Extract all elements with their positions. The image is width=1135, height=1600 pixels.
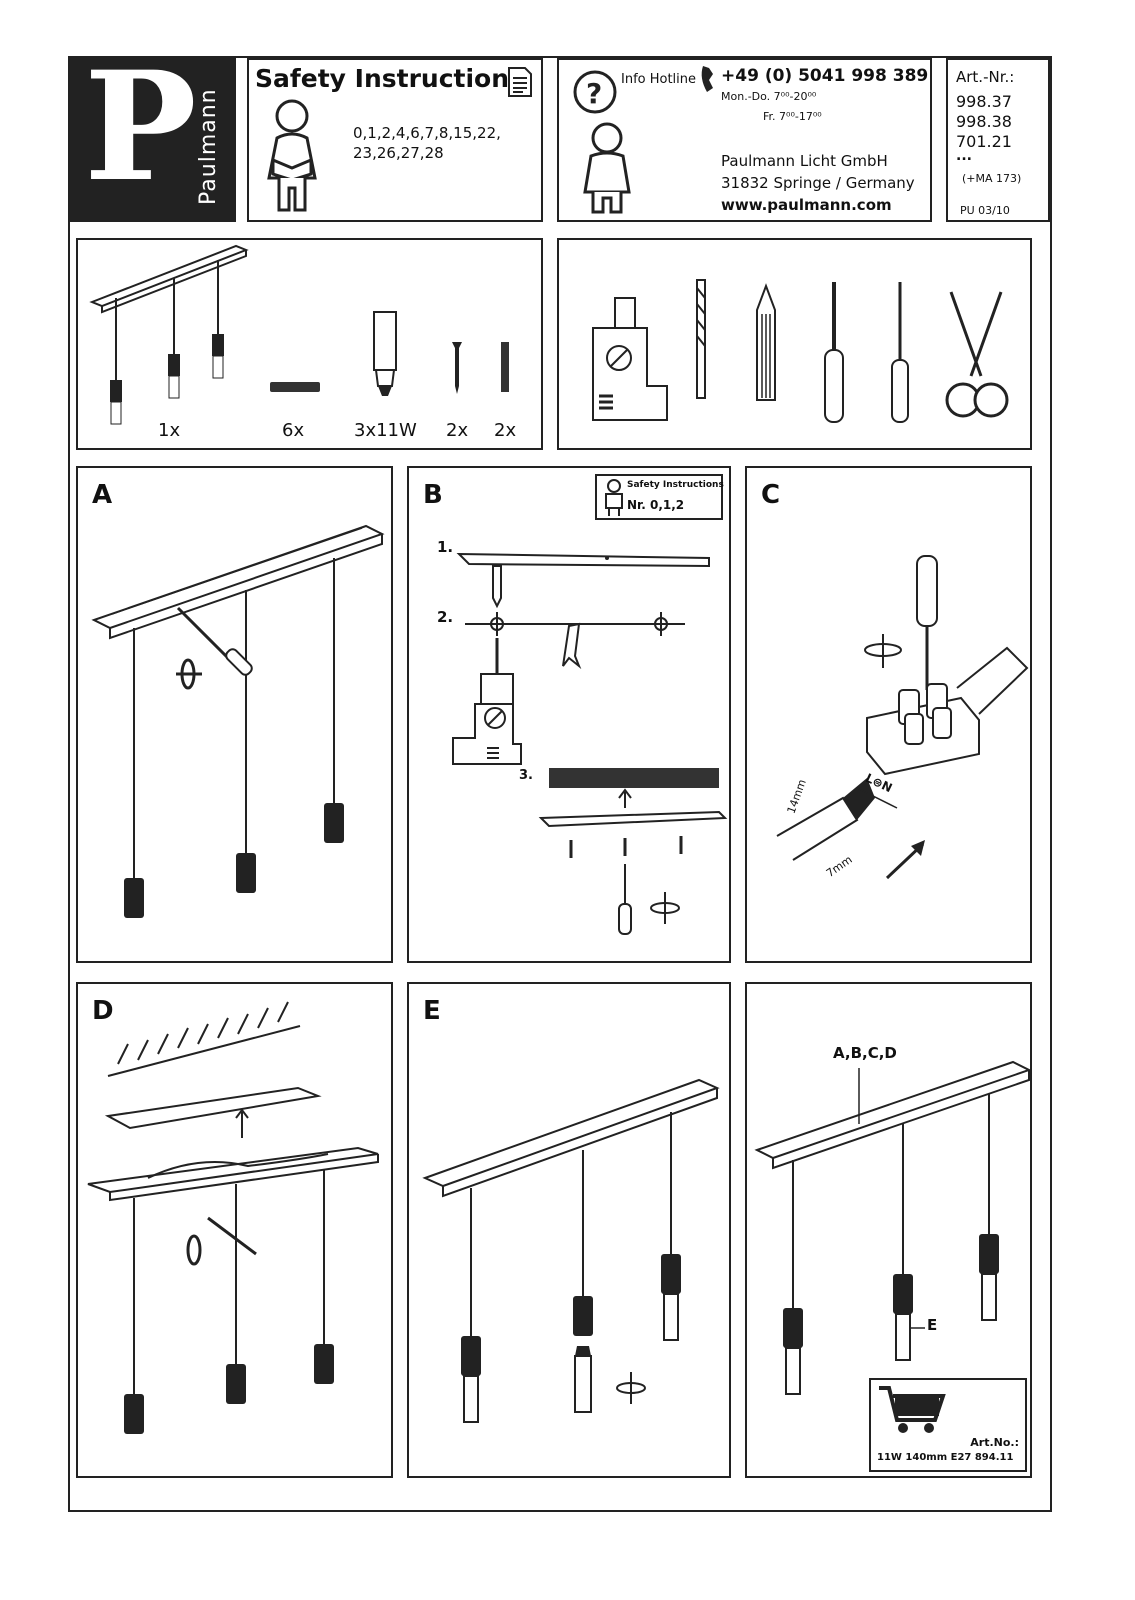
ma-number: (+MA 173) <box>962 172 1022 185</box>
part-count-screw: 2x <box>446 420 469 441</box>
screw-part-icon <box>452 342 462 394</box>
website-link[interactable]: www.paulmann.com <box>721 196 892 214</box>
screwdriver-flat-icon <box>824 282 844 423</box>
part-count-dowel: 2x <box>494 420 517 441</box>
company-name: Paulmann Licht GmbH <box>721 152 888 170</box>
drill-bit-icon <box>696 279 706 399</box>
final-bulb-label: E <box>927 1316 938 1334</box>
step-d-label: D <box>92 996 114 1026</box>
step-e-bulb-illustration <box>422 1078 720 1423</box>
step-c-label: C <box>761 480 781 510</box>
reading-figure-icon <box>267 99 317 212</box>
pendant-lamp-part-icon <box>89 244 249 425</box>
part-count-cover: 6x <box>282 420 305 441</box>
step-b-safety-figure-icon <box>605 479 623 516</box>
hours-fr: Fr. 7⁰⁰-17⁰⁰ <box>763 110 822 123</box>
step-b-step2-label: 2. <box>437 608 454 626</box>
step-b-safety-title: Safety Instructions <box>627 480 724 490</box>
shopping-cart-icon <box>879 1386 946 1433</box>
pencil-icon <box>756 283 776 401</box>
step-b-safety-box: Safety Instructions Nr. 0,1,2 <box>595 474 724 520</box>
cover-part-icon <box>270 382 320 392</box>
brand-name: Paulmann <box>196 88 221 205</box>
hotline-box: ? Info Hotline +49 (0) 5041 998 389 Mon.… <box>557 58 932 222</box>
final-steps-label: A,B,C,D <box>833 1044 897 1062</box>
art-label: Art.-Nr.: <box>956 68 1015 86</box>
final-lamp-illustration <box>754 1060 1032 1395</box>
step-b-step1-label: 1. <box>437 538 454 556</box>
cart-art-label: Art.No.: <box>970 1436 1019 1449</box>
step-a-panel: A <box>76 466 393 963</box>
art-number-3: 701.21 <box>956 132 1012 151</box>
article-number-box: Art.-Nr.: 998.37 998.38 701.21 ... (+MA … <box>946 58 1050 222</box>
page-frame <box>68 56 1052 1512</box>
safety-numbers-line2: 23,26,27,28 <box>353 144 444 162</box>
svg-text:?: ? <box>586 77 602 110</box>
step-d-panel: D <box>76 982 393 1478</box>
step-b-label: B <box>423 480 443 510</box>
step-b-safety-numbers: Nr. 0,1,2 <box>627 498 685 512</box>
step-d-ceiling-illustration <box>87 1001 379 1434</box>
safety-numbers-line1: 0,1,2,4,6,7,8,15,22, <box>353 124 501 142</box>
art-number-more: ... <box>956 148 972 164</box>
hotline-number: +49 (0) 5041 998 389 <box>721 66 929 86</box>
step-c-panel: C 14mm 7mm L⊜N <box>745 466 1032 963</box>
document-icon <box>508 67 532 97</box>
company-address: 31832 Springe / Germany <box>721 174 915 192</box>
step-b-mounting-illustration <box>452 552 728 935</box>
part-count-lamp: 1x <box>158 420 181 441</box>
voltage-tester-icon <box>592 297 668 421</box>
scissors-icon <box>945 291 1009 418</box>
bulb-part-icon <box>373 311 397 396</box>
paulmann-logo: P <box>70 52 236 222</box>
hotline-label: Info Hotline <box>621 72 697 87</box>
screwdriver-cross-icon <box>891 282 909 423</box>
step-a-lamp-illustration <box>91 524 385 918</box>
step-b-panel: B Safety Instructions Nr. 0,1,2 1. 2. 3. <box>407 466 731 963</box>
step-a-label: A <box>92 480 113 510</box>
final-assembly-panel: A,B,C,D E Art.No.: 11W 140mm E27 894.11 <box>745 982 1032 1478</box>
step-b-step3-label: 3. <box>519 768 533 783</box>
step-e-label: E <box>423 996 441 1026</box>
step-e-panel: E <box>407 982 731 1478</box>
safety-title: Safety Instructions <box>255 64 524 93</box>
part-count-bulb: 3x11W <box>354 420 417 441</box>
art-number-1: 998.37 <box>956 92 1012 111</box>
cart-art-spec: 11W 140mm E27 894.11 <box>877 1452 1014 1463</box>
tools-box <box>557 238 1032 450</box>
pu-code: PU 03/10 <box>960 204 1010 217</box>
safety-instructions-box: Safety Instructions 0,1,2,4,6,7,8,15,22,… <box>247 58 543 222</box>
step-c-terminal-illustration <box>776 555 1029 880</box>
dowel-part-icon <box>501 342 509 392</box>
art-number-2: 998.38 <box>956 112 1012 131</box>
phone-icon <box>701 66 713 92</box>
cart-order-box: Art.No.: 11W 140mm E27 894.11 <box>869 1378 1027 1472</box>
question-figure-icon: ? <box>573 70 631 214</box>
parts-box: 1x 6x 3x11W 2x 2x <box>76 238 543 450</box>
logo-letter: P <box>84 39 197 215</box>
hours-mon-do: Mon.-Do. 7⁰⁰-20⁰⁰ <box>721 90 817 103</box>
